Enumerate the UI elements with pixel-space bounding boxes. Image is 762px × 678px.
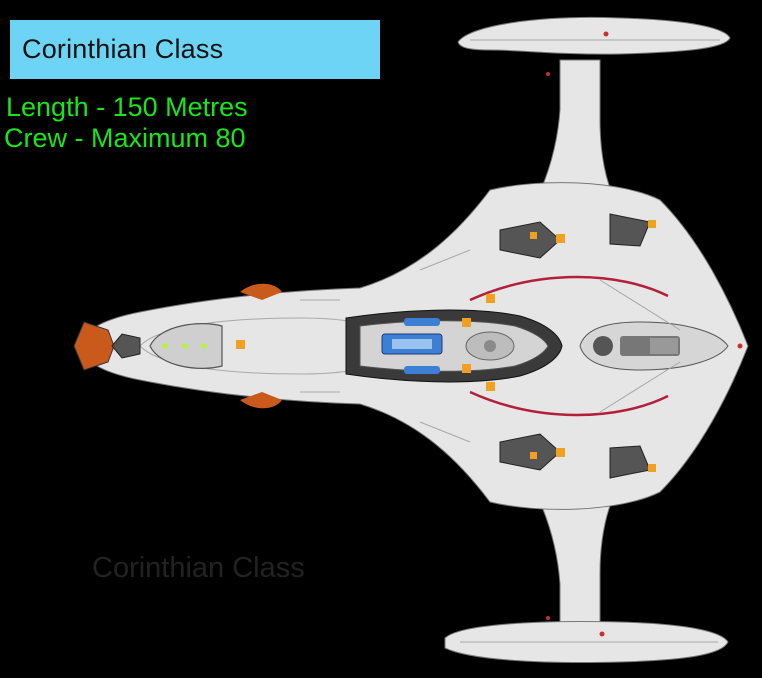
upper-nacelle (457, 16, 731, 55)
watermark-text: Corinthian Class (92, 552, 305, 584)
class-title-banner: Corinthian Class (10, 20, 380, 79)
length-spec: Length - 150 Metres (6, 92, 248, 122)
class-title: Corinthian Class (22, 34, 224, 64)
crew-spec: Crew - Maximum 80 (4, 123, 246, 153)
